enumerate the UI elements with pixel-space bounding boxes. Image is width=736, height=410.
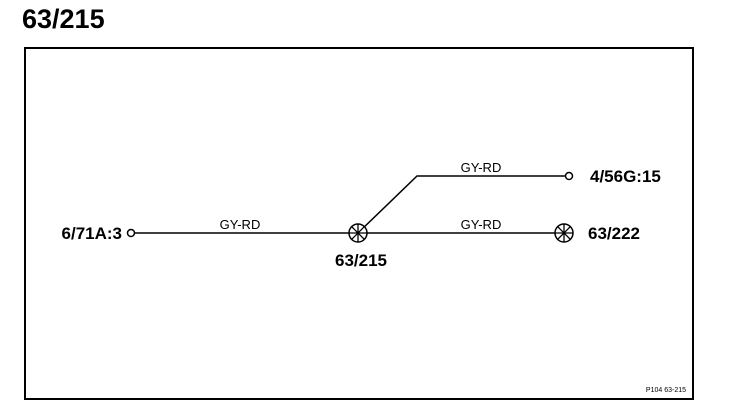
wire-label-upper: GY-RD [461, 160, 502, 175]
page-title: 63/215 [22, 4, 105, 34]
terminal-left-icon [126, 228, 136, 238]
connector-label-left: 6/71A:3 [62, 224, 122, 243]
reference-code: P104 63-215 [646, 387, 686, 394]
connector-label-top-right: 4/56G:15 [590, 167, 661, 186]
splice-label: 63/215 [335, 251, 387, 270]
splice-node-icon [348, 223, 368, 243]
wire-label-left: GY-RD [220, 217, 261, 232]
diagram-frame [24, 47, 694, 400]
terminal-top-right-icon [564, 171, 574, 181]
connector-label-bottom-right: 63/222 [588, 224, 640, 243]
wire-upper [357, 175, 565, 234]
wire-label-lower: GY-RD [461, 217, 502, 232]
splice-right-icon [554, 223, 574, 243]
